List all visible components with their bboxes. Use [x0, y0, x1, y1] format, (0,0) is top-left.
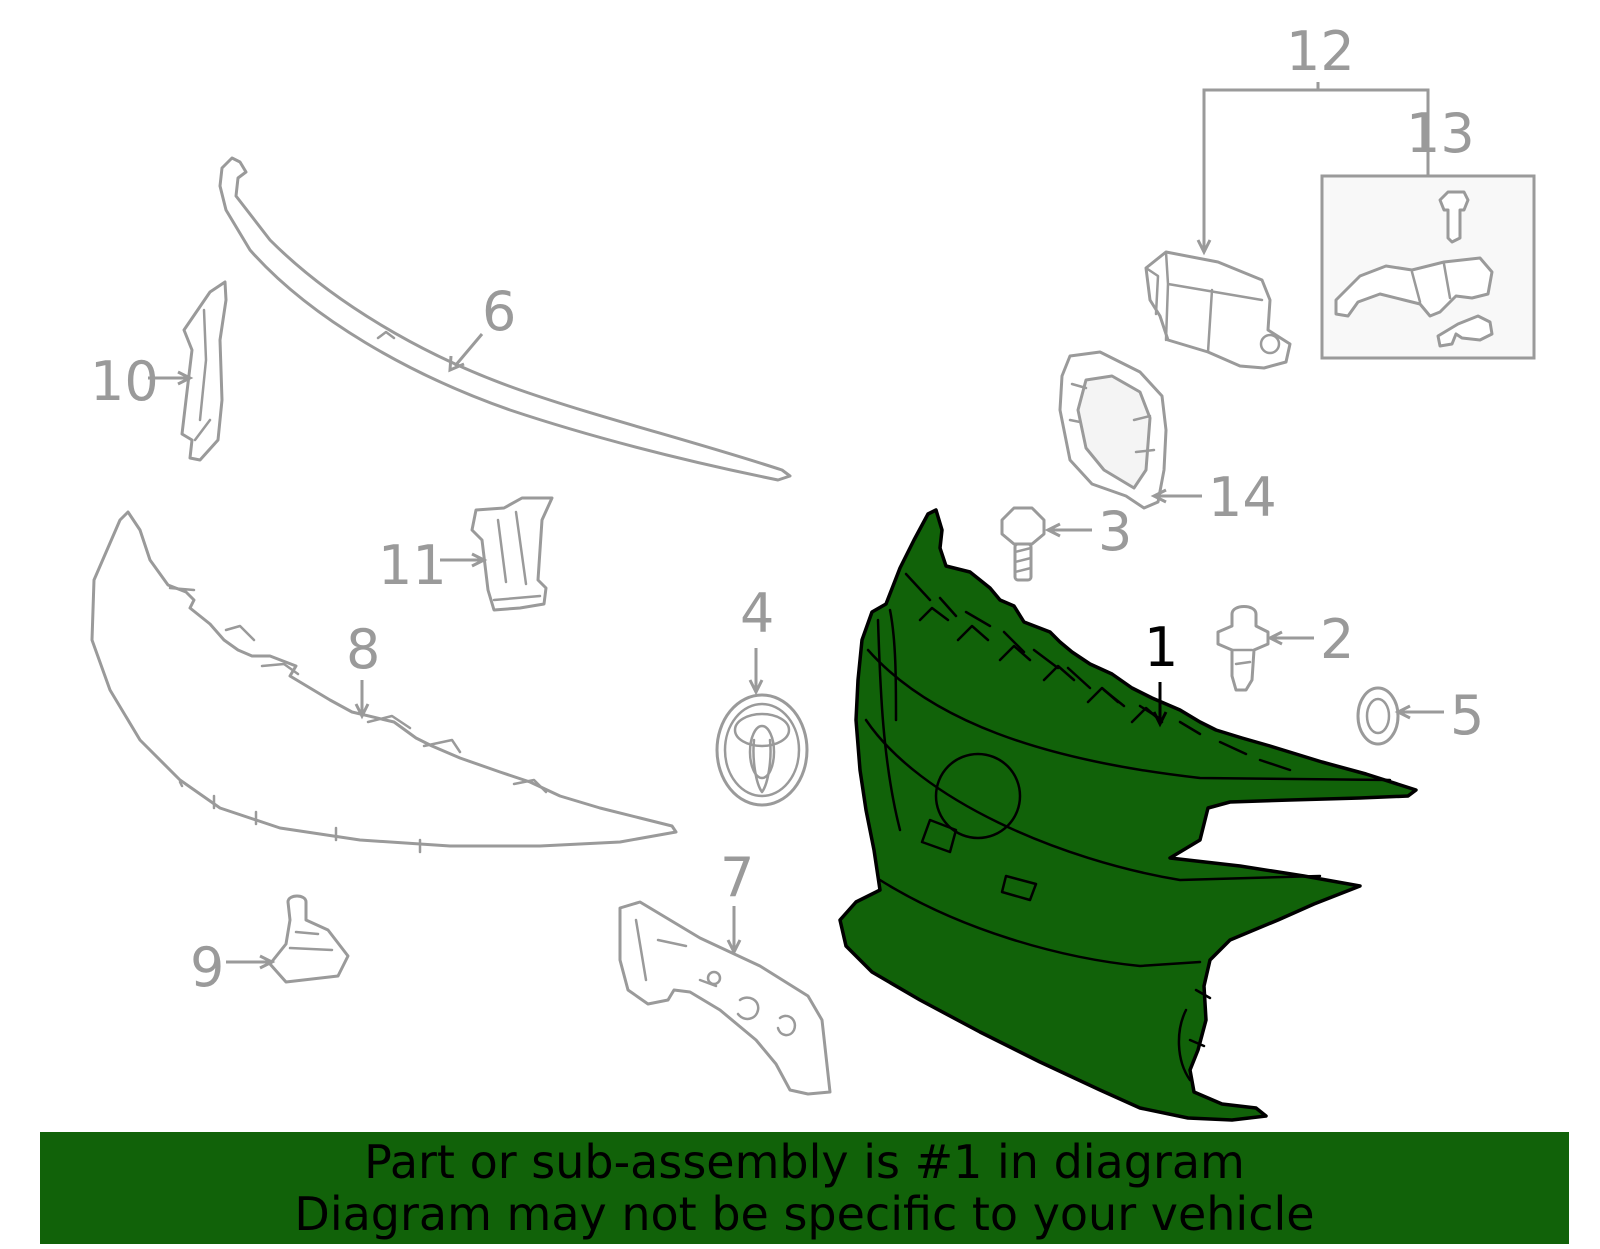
part-6-upper-molding[interactable]: [218, 156, 792, 482]
grille-sensor-slot-right: [1000, 874, 1038, 902]
part-13-bracket-kit[interactable]: [1320, 174, 1536, 360]
banner-line-2: Diagram may not be specific to your vehi…: [294, 1187, 1315, 1241]
arrow-11: [471, 552, 488, 568]
arrow-8: [354, 703, 370, 720]
part-4-emblem[interactable]: [715, 693, 809, 807]
grille-teeth: [918, 606, 1164, 724]
callout-12: 12: [1286, 20, 1355, 83]
arrow-1: [1152, 711, 1168, 728]
part-12-radar-sensor[interactable]: [1144, 250, 1292, 370]
grille-upper-bar: [866, 648, 1392, 782]
arrow-5: [1394, 704, 1411, 720]
part-11-bracket[interactable]: [470, 496, 554, 612]
callout-9: 9: [190, 936, 224, 999]
arrow-10: [177, 370, 194, 386]
arrow-2: [1266, 630, 1283, 646]
callout-6: 6: [482, 280, 516, 343]
part-14-sensor-bracket[interactable]: [1058, 350, 1168, 510]
grille-side-edge: [1177, 988, 1212, 1082]
grille-emblem-ring: [934, 752, 1022, 840]
callout-7: 7: [720, 846, 754, 909]
part-9-clip[interactable]: [268, 894, 350, 984]
part-7-lower-bracket[interactable]: [618, 900, 832, 1096]
callout-2: 2: [1320, 608, 1354, 671]
callout-4: 4: [740, 582, 774, 645]
callout-5: 5: [1450, 684, 1484, 747]
leader-6: [453, 333, 484, 367]
grille-lower-bar: [878, 878, 1202, 968]
info-banner: Part or sub-assembly is #1 in diagram Di…: [40, 1132, 1569, 1244]
arrow-4: [748, 679, 764, 696]
arrow-7: [726, 939, 742, 956]
banner-line-1: Part or sub-assembly is #1 in diagram: [364, 1135, 1245, 1189]
part-1-radiator-grille[interactable]: [838, 508, 1418, 1122]
arrow-9: [259, 954, 276, 970]
part-3-bolt[interactable]: [1000, 506, 1046, 582]
arrow-6: [448, 355, 465, 373]
callout-3: 3: [1098, 500, 1132, 563]
grille-left-edge: [876, 608, 902, 832]
callout-14: 14: [1208, 466, 1277, 529]
callout-11: 11: [378, 534, 447, 597]
callout-8: 8: [346, 618, 380, 681]
callout-13: 13: [1406, 102, 1475, 165]
grille-main-body: [838, 508, 1418, 1122]
part-10-side-bracket[interactable]: [180, 280, 228, 462]
callout-1: 1: [1144, 616, 1178, 679]
part-2-push-clip[interactable]: [1216, 605, 1270, 692]
part-5-grommet[interactable]: [1356, 686, 1400, 746]
grille-sensor-slot-left: [920, 818, 958, 854]
arrow-14: [1150, 488, 1167, 504]
bracket-12: [1202, 88, 1430, 250]
arrow-3: [1044, 522, 1061, 538]
callout-10: 10: [90, 350, 159, 413]
part-8-lower-molding[interactable]: [90, 510, 678, 854]
arrow-12: [1196, 239, 1212, 256]
